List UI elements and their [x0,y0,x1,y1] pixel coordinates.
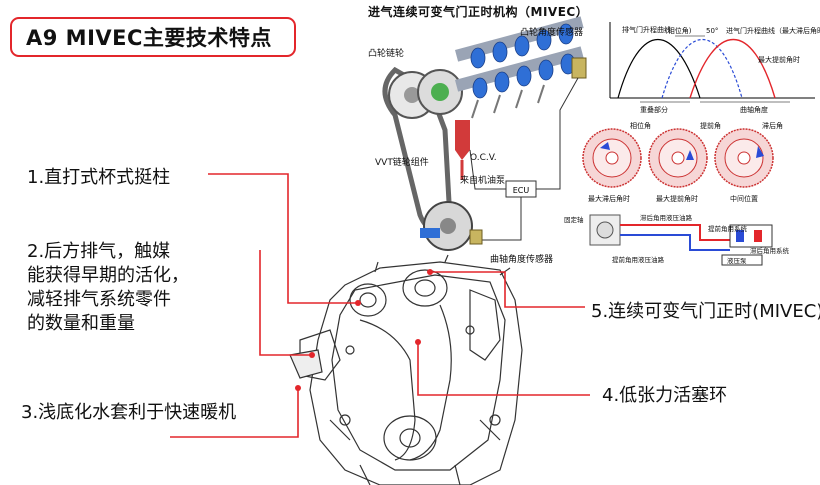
label-overlap: 重叠部分 [640,105,668,114]
label-advance-oil: 提前角用液压油路 [612,255,665,264]
label-vvt-sprocket: VVT链轮组件 [375,156,429,168]
feature-4: 4.低张力活塞环 [602,385,728,406]
label-retard-system: 滞后角用系统 [750,246,790,255]
label-exhaust-lift: 排气门升程曲线 [622,25,671,34]
feature-3: 3.浅底化水套利于快速暖机 [21,402,237,423]
label-fixed-shaft: 固定轴 [564,215,584,224]
camshaft-assembly: ECU [382,16,587,251]
label-middle: 中间位置 [730,194,758,203]
mivec-heading: 进气连续可变气门正时机构（MIVEC） [368,5,589,19]
label-advance-system: 提前角用系统 [708,224,748,233]
hydraulic-labels: 固定轴 滞后角用液压油路 提前角用液压油路 提前角用系统 滞后角用系统 液压泵 [564,213,790,265]
feature-1: 1.直打式杯式挺柱 [27,167,171,188]
ecu-label: ECU [513,186,530,195]
label-ocv: O.C.V. [470,153,497,163]
label-oil-from-pump: 来自机油泵 [460,174,505,186]
slide-title: A9 MIVEC主要技术特点 [10,17,296,57]
label-pump: 液压泵 [727,256,747,265]
graph-labels: 排气门升程曲线 (相位角) 50° 进气门升程曲线（最大滞后角时） 最大提前角时… [622,25,820,114]
label-crank-sensor: 曲轴角度传感器 [490,253,553,265]
label-angle-value: 50° [706,27,718,35]
label-max-retard-time: 最大滞后角时 [588,194,630,203]
label-advance: 提前角 [700,121,721,130]
leader-dots [295,269,433,391]
label-crank-angle: 曲轴角度 [740,105,768,114]
label-max-advance: 最大提前角时 [758,55,800,64]
phase-wheels [582,128,774,188]
feature-2-line-3: 减轻排气系统零件 [27,289,171,310]
label-intake-lift: 进气门升程曲线（最大滞后角时） [726,26,820,35]
engine-drawing [289,254,523,485]
feature-2-line-1: 2.后方排气，触媒 [27,241,171,262]
feature-5: 5.连续可变气门正时(MIVEC) [591,301,820,322]
label-retard-oil: 滞后角用液压油路 [640,213,693,222]
feature-2-line-2: 能获得早期的活化， [27,265,189,286]
mechanism-labels: 凸轮链轮 凸轮角度传感器 VVT链轮组件 O.C.V. 来自机油泵 曲轴角度传感… [368,26,583,265]
label-cam-sprocket: 凸轮链轮 [368,47,404,59]
wheel-labels: 相位角 提前角 滞后角 最大滞后角时 最大提前角时 中间位置 [588,121,783,203]
label-max-advance-time: 最大提前角时 [656,194,698,203]
feature-2-line-4: 的数量和重量 [27,313,135,334]
hydraulic-schematic [589,214,773,266]
valve-lift-graph [609,22,815,103]
label-cam-angle-sensor: 凸轮角度传感器 [520,26,583,38]
leader-lines [170,173,590,438]
label-phase: 相位角 [630,121,651,130]
label-retard: 滞后角 [762,121,783,130]
label-phase-angle: (相位角) [665,26,692,35]
